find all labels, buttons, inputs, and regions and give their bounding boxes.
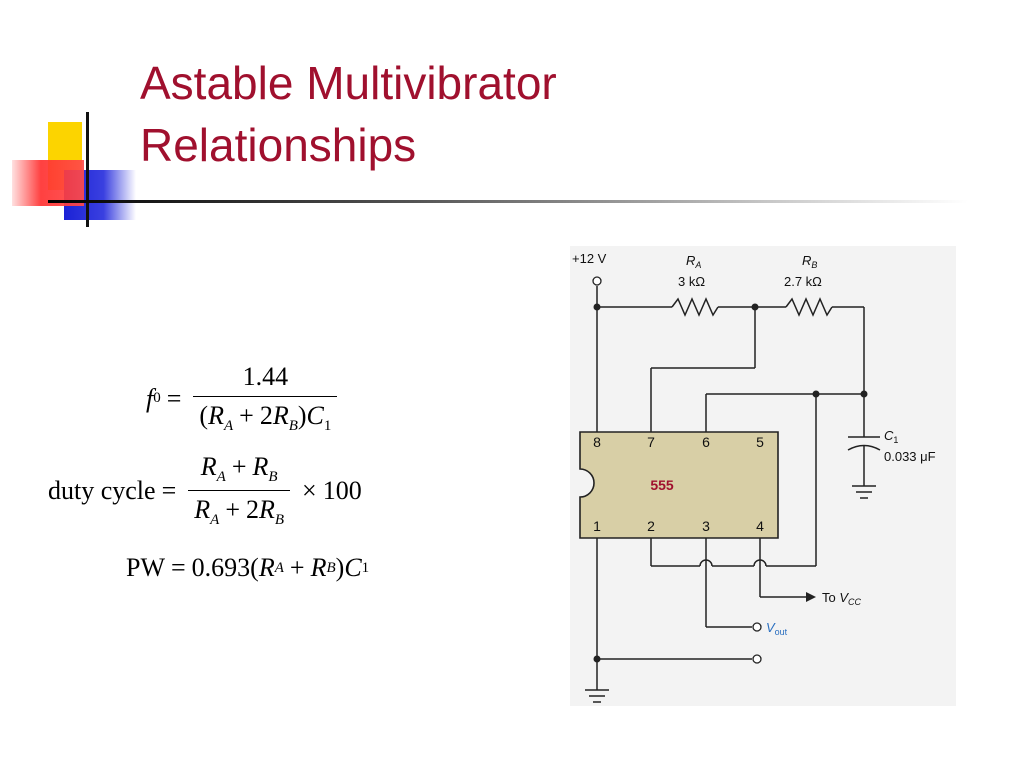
pw-equals: = bbox=[171, 553, 186, 582]
pin-4: 4 bbox=[756, 518, 764, 534]
to-vcc-label: To VCC bbox=[822, 590, 862, 607]
rb-label: RB bbox=[802, 253, 817, 270]
f0-denominator: (RA+2RB)C1 bbox=[193, 396, 338, 435]
title-line-2: Relationships bbox=[140, 119, 417, 171]
title-line-1: Astable Multivibrator bbox=[140, 57, 557, 109]
pw-label: PW bbox=[126, 553, 165, 582]
duty-equals: = bbox=[161, 475, 177, 505]
duty-fraction: RA+RB RA+2RB bbox=[188, 452, 291, 529]
circuit-svg: 555 8 7 6 5 1 2 3 4 +12 V RA 3 kΩ RB 2.7… bbox=[572, 251, 936, 703]
pin-2: 2 bbox=[647, 518, 655, 534]
vcc-arrow bbox=[806, 592, 816, 602]
vout-label: Vout bbox=[766, 620, 788, 637]
ra-value: 3 kΩ bbox=[678, 274, 705, 289]
pw-ra: R bbox=[258, 553, 275, 582]
title-rule bbox=[48, 200, 968, 203]
decor-red-square bbox=[12, 160, 84, 206]
c1-value: 0.033 μF bbox=[884, 449, 936, 464]
ra-label: RA bbox=[686, 253, 701, 270]
duty-times: × bbox=[302, 475, 317, 505]
pin-1: 1 bbox=[593, 518, 601, 534]
duty-hundred: 100 bbox=[322, 475, 362, 505]
resistor-ra bbox=[671, 297, 719, 317]
f0-equals: = bbox=[166, 383, 182, 413]
f0-var: f bbox=[146, 383, 154, 413]
supply-label: +12 V bbox=[572, 251, 607, 266]
f0-numerator: 1.44 bbox=[242, 362, 289, 391]
pin-5: 5 bbox=[756, 434, 764, 450]
terminals bbox=[592, 276, 762, 664]
ic-555-body bbox=[579, 431, 779, 539]
c1-label: C1 bbox=[884, 428, 898, 445]
duty-denominator: RA+2RB bbox=[188, 490, 291, 529]
slide-title: Astable Multivibrator Relationships bbox=[140, 52, 557, 176]
chip-label: 555 bbox=[650, 477, 674, 493]
decor-vertical-line bbox=[86, 112, 89, 227]
resistor-rb bbox=[785, 297, 833, 317]
duty-label: duty cycle bbox=[48, 475, 156, 505]
pin-3: 3 bbox=[702, 518, 710, 534]
f0-sub: 0 bbox=[153, 390, 161, 406]
circuit-diagram: 555 8 7 6 5 1 2 3 4 +12 V RA 3 kΩ RB 2.7… bbox=[570, 246, 956, 706]
rb-value: 2.7 kΩ bbox=[784, 274, 822, 289]
duty-numerator: RA+RB bbox=[200, 452, 278, 485]
duty-cycle-formula: duty cycle = RA+RB RA+2RB ×100 bbox=[48, 452, 362, 529]
pin-8: 8 bbox=[593, 434, 601, 450]
pin-7: 7 bbox=[647, 434, 655, 450]
f0-fraction: 1.44 (RA+2RB)C1 bbox=[193, 362, 338, 435]
pw-coef: 0.693( bbox=[191, 553, 259, 582]
junction-dots bbox=[593, 303, 868, 663]
pin-6: 6 bbox=[702, 434, 710, 450]
